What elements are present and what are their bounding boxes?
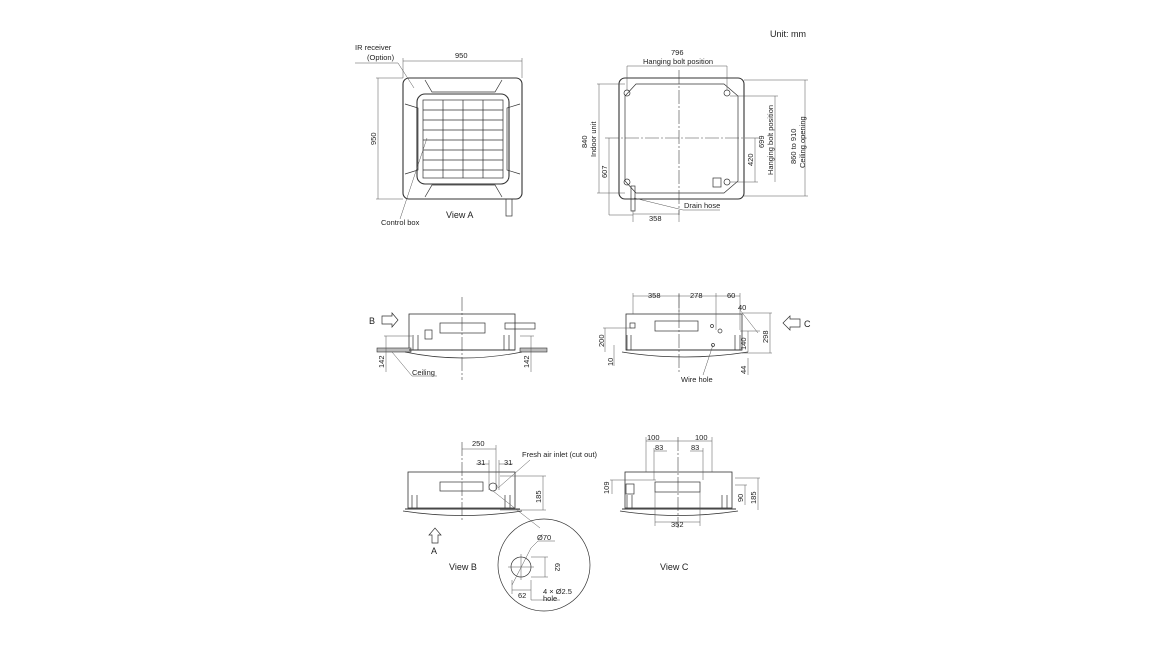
detail-62-vertical: 62 <box>553 563 562 571</box>
dim-83-right: 83 <box>691 443 699 452</box>
dim-140: 140 <box>739 337 748 350</box>
bolt-width-label: Hanging bolt position <box>643 57 713 66</box>
side-view-right: 358 278 60 40 C 298 200 10 140 44 Wire h… <box>597 291 811 384</box>
view-c: 100 100 83 83 352 109 90 185 View C <box>602 433 760 572</box>
ceiling-opening-value: 860 to 910 <box>789 129 798 164</box>
dim-109: 109 <box>602 481 611 494</box>
bolt-height-value: 699 <box>757 135 766 148</box>
ceiling-label: Ceiling <box>412 368 435 377</box>
ir-receiver-label: IR receiver <box>355 43 392 52</box>
bolt-height-label: Hanging bolt position <box>766 105 775 175</box>
unit-label: Unit: mm <box>770 29 806 39</box>
detail-hole-label-2: hole <box>543 594 557 603</box>
view-c-dim-185: 185 <box>749 491 758 504</box>
view-a-height: 950 <box>369 132 378 145</box>
dim-142-right: 142 <box>522 355 531 368</box>
view-a: 950 950 IR receiver (Option) Control box… <box>355 43 523 227</box>
view-a-title: View A <box>446 210 473 220</box>
ir-receiver-option: (Option) <box>367 53 395 62</box>
indoor-unit-value: 840 <box>580 135 589 148</box>
dim-90: 90 <box>736 494 745 502</box>
dim-10: 10 <box>606 358 615 366</box>
view-b: 250 31 31 Fresh air inlet (cut out) 185 … <box>402 439 598 612</box>
dim-83-left: 83 <box>655 443 663 452</box>
detail-62-horizontal: 62 <box>518 591 526 600</box>
dim-352: 352 <box>671 520 684 529</box>
dim-250: 250 <box>472 439 485 448</box>
dim-44: 44 <box>739 366 748 374</box>
dim-31-right: 31 <box>504 458 512 467</box>
dim-278: 278 <box>690 291 703 300</box>
view-a-width: 950 <box>455 51 468 60</box>
indoor-unit-label: Indoor unit <box>589 121 598 157</box>
side-view-left: B 142 142 Ceiling <box>369 297 548 380</box>
dim-100-left: 100 <box>647 433 660 442</box>
dim-298: 298 <box>761 330 770 343</box>
arrow-b-label: B <box>369 316 375 326</box>
dim-200: 200 <box>597 334 606 347</box>
dim-60: 60 <box>727 291 735 300</box>
fresh-air-detail: Ø70 62 62 4 × Ø2.5 hole <box>497 518 591 612</box>
detail-hole-label: 4 × Ø2.5 <box>543 587 572 596</box>
view-c-title: View C <box>660 562 689 572</box>
dim-31-left: 31 <box>477 458 485 467</box>
arrow-a-label: A <box>431 546 437 556</box>
dim-40: 40 <box>738 303 746 312</box>
arrow-c-label: C <box>804 319 811 329</box>
dim-358: 358 <box>649 214 662 223</box>
detail-dia-70: Ø70 <box>537 533 551 542</box>
top-view: 796 Hanging bolt position 840 Indoor uni… <box>580 48 808 223</box>
bolt-width-value: 796 <box>671 48 684 57</box>
dim-100-right: 100 <box>695 433 708 442</box>
dim-607: 607 <box>600 165 609 178</box>
control-box-label: Control box <box>381 218 420 227</box>
drain-hose-label: Drain hose <box>684 201 720 210</box>
view-b-dim-185: 185 <box>534 490 543 503</box>
wire-hole-label: Wire hole <box>681 375 713 384</box>
fresh-air-label: Fresh air inlet (cut out) <box>522 450 598 459</box>
dim-358-side: 358 <box>648 291 661 300</box>
view-b-title: View B <box>449 562 477 572</box>
dim-142-left: 142 <box>377 355 386 368</box>
ceiling-opening-label: Ceiling opening <box>798 116 807 168</box>
dim-420: 420 <box>746 153 755 166</box>
